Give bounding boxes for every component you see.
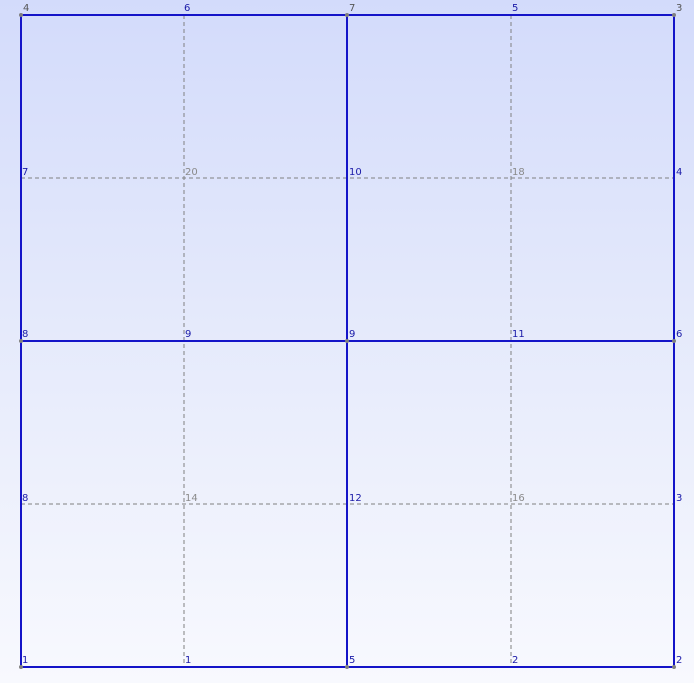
node-label: 9 — [349, 329, 355, 340]
node-label: 3 — [676, 493, 682, 504]
labels-row-3: 8 9 9 11 6 — [22, 329, 682, 340]
node-label: 1 — [185, 655, 191, 666]
node-marker — [672, 665, 676, 669]
labels-row-4: 8 14 12 16 3 — [22, 493, 682, 504]
node-label: 8 — [22, 329, 28, 340]
node-marker — [345, 665, 349, 669]
node-label: 3 — [676, 3, 682, 14]
node-label: 16 — [512, 493, 525, 504]
node-label: 20 — [185, 167, 198, 178]
node-label: 10 — [349, 167, 362, 178]
node-label: 14 — [185, 493, 198, 504]
node-marker — [345, 339, 349, 343]
node-label: 4 — [23, 3, 29, 14]
node-label: 9 — [185, 329, 191, 340]
node-marker — [345, 13, 349, 17]
labels-bottom-row: 1 1 5 2 2 — [22, 655, 682, 666]
node-label: 12 — [349, 493, 362, 504]
node-label: 11 — [512, 329, 525, 340]
labels-row-2: 7 20 10 18 4 — [22, 167, 682, 178]
node-label: 5 — [512, 3, 518, 14]
node-label: 18 — [512, 167, 525, 178]
node-marker — [672, 13, 676, 17]
node-label: 6 — [184, 3, 190, 14]
node-marker — [19, 665, 23, 669]
node-label: 2 — [512, 655, 518, 666]
node-marker — [19, 13, 23, 17]
node-marker — [19, 339, 23, 343]
node-label: 7 — [349, 3, 355, 14]
node-label: 4 — [676, 167, 682, 178]
node-label: 2 — [676, 655, 682, 666]
node-label: 6 — [676, 329, 682, 340]
node-marker — [672, 339, 676, 343]
labels-top-row: 4 6 7 5 3 — [23, 3, 682, 14]
node-label: 1 — [22, 655, 28, 666]
node-label: 8 — [22, 493, 28, 504]
corner-nodes — [19, 13, 676, 669]
node-label: 7 — [22, 167, 28, 178]
node-label: 5 — [349, 655, 355, 666]
